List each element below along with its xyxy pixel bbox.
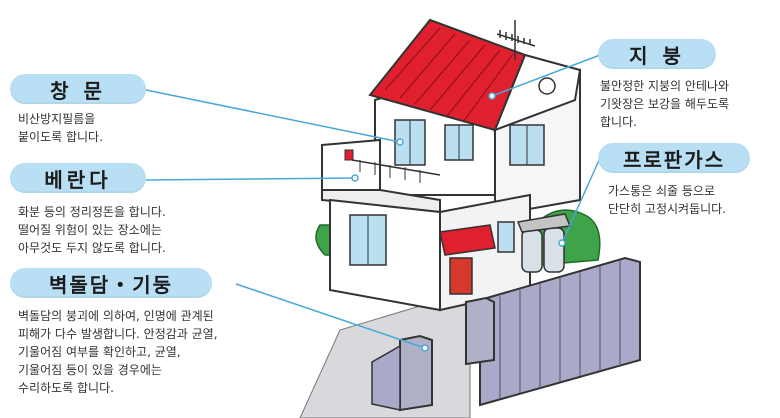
callout-veranda-title: 베란다 xyxy=(10,163,146,193)
callout-window-text: 비산방지필름을 붙이도록 합니다. xyxy=(18,110,103,146)
text-line: 기왓장은 보강을 해두도록 xyxy=(600,97,730,111)
text-line: 떨어질 위험이 있는 장소에는 xyxy=(18,223,162,237)
entrance-awning xyxy=(439,224,496,256)
callout-propane-text: 가스통은 쇠줄 등으로 단단히 고정시켜둡니다. xyxy=(608,182,726,218)
text-line: 비산방지필름을 xyxy=(18,112,96,126)
callout-roof-title: 지 붕 xyxy=(598,39,716,69)
text-line: 불안정한 지붕의 안테나와 xyxy=(600,79,730,93)
text-line: 기울어짐 등이 있을 경우에는 xyxy=(18,363,162,377)
block-wall xyxy=(479,256,641,407)
leader-lines xyxy=(145,54,601,352)
text-line: 아무것도 두지 않도록 합니다. xyxy=(18,241,166,255)
roof xyxy=(368,18,582,132)
text-line: 가스통은 쇠줄 등으로 xyxy=(608,184,715,198)
callout-veranda-text: 화분 등의 정리정돈을 합니다. 떨어질 위험이 있는 장소에는 아무것도 두지… xyxy=(18,203,166,257)
antenna xyxy=(496,20,536,60)
text-line: 기울어짐 여부를 확인하고, 균열, xyxy=(18,345,181,359)
callout-roof-text: 불안정한 지붕의 안테나와 기왓장은 보강을 해두도록 합니다. xyxy=(600,77,729,131)
text-line: 화분 등의 정리정돈을 합니다. xyxy=(18,205,166,219)
door xyxy=(449,257,473,295)
upper-window xyxy=(394,119,545,166)
text-line: 단단히 고정시켜둡니다. xyxy=(608,202,727,216)
text-line: 피해가 다수 발생합니다. 안정감과 균열, xyxy=(18,327,218,341)
propane-tanks xyxy=(516,213,572,273)
text-line: 벽돌담의 붕괴에 의하여, 인명에 관계된 xyxy=(18,309,214,323)
text-line: 수리하도록 합니다. xyxy=(18,381,114,395)
callout-window-title: 창 문 xyxy=(10,74,146,104)
text-line: 붙이도록 합니다. xyxy=(18,130,103,144)
callout-wall-text: 벽돌담의 붕괴에 의하여, 인명에 관계된 피해가 다수 발생합니다. 안정감과… xyxy=(18,307,218,397)
callout-wall-title: 벽돌담・기둥 xyxy=(10,268,212,298)
callout-propane-title: 프로판가스 xyxy=(598,143,750,173)
text-line: 합니다. xyxy=(600,115,637,129)
